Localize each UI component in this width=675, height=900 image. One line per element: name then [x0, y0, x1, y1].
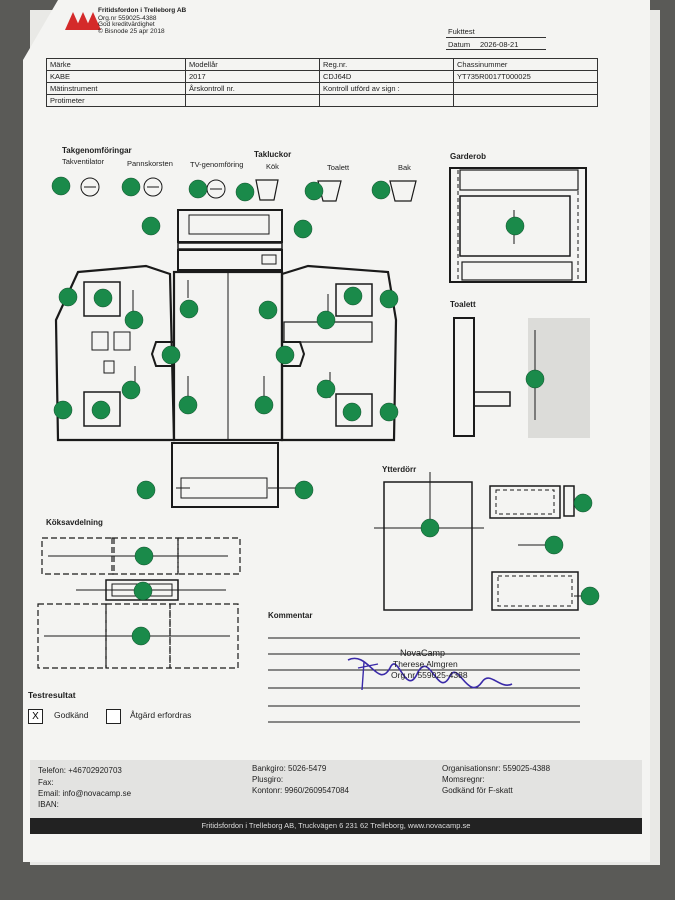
kitchen-section-title: Köksavdelning — [46, 518, 103, 527]
footer-tax: Godkänd för F-skatt — [442, 786, 513, 795]
comment-title: Kommentar — [268, 611, 313, 620]
company-name: Fritidsfordon i Trelleborg AB — [98, 7, 187, 14]
instrument-value: Protimeter — [46, 94, 186, 107]
bisnode-line: © Bisnode 25 apr 2018 — [98, 28, 165, 35]
moisture-test-form: Fritidsfordon i Trelleborg AB Org.nr 559… — [23, 0, 650, 862]
wardrobe-title: Garderob — [450, 152, 487, 161]
roof-hatches-title: Takluckor — [254, 150, 292, 159]
test-title: Fukttest — [448, 27, 475, 36]
footer-phone: Telefon: +46702920703 — [38, 766, 122, 775]
toilet-title: Toalett — [450, 300, 476, 309]
hatch-kitchen-label: Kök — [266, 162, 279, 171]
footer-band — [30, 760, 642, 818]
footer-email: Email: info@novacamp.se — [38, 789, 132, 798]
roof-penetrations-title: Takgenomföringar — [62, 146, 132, 155]
measurement-points — [51, 176, 600, 646]
stamp-name: NovaCamp — [400, 648, 446, 658]
credit-line: God kreditvärdighet — [98, 21, 155, 28]
footer-iban: IBAN: — [38, 800, 59, 809]
approved-label: Godkänd — [54, 710, 89, 720]
aaa-logo-icon — [65, 12, 101, 30]
hatch-rear-label: Bak — [398, 163, 411, 172]
footer-plusgiro: Plusgiro: — [252, 775, 284, 784]
footer-account: Kontonr: 9960/2609547084 — [252, 786, 349, 795]
footer-fax: Fax: — [38, 778, 54, 787]
stamp-person: Therese Almgren — [393, 659, 458, 669]
roof-vent-label: Takventilator — [62, 157, 105, 166]
tv-pass-label: TV-genomföring — [190, 160, 244, 169]
vehicle-floorplan-diagram — [37, 167, 600, 723]
footer-bar-text: Fritidsfordon i Trelleborg AB, Truckväge… — [201, 821, 471, 830]
panel-fan-label: Pannskorsten — [127, 159, 173, 168]
date-value: 2026-08-21 — [480, 40, 519, 49]
stamp-org: Org.nr 559025-4388 — [391, 670, 468, 680]
vehicle-info-table: Märke Modellår Reg.nr. Chassinummer KABE… — [46, 58, 598, 107]
test-result-title: Testresultat — [28, 690, 76, 700]
footer-bankgiro: Bankgiro: 5026-5479 — [252, 764, 327, 773]
org-number: Org.nr 559025-4388 — [98, 15, 157, 22]
footer-org-nr: Organisationsnr: 559025-4388 — [442, 764, 551, 773]
action-needed-label: Åtgärd erfordras — [130, 710, 192, 720]
hatch-toilet-label: Toalett — [327, 163, 350, 172]
footer-bar: Fritidsfordon i Trelleborg AB, Truckväge… — [30, 818, 642, 834]
outer-door-title: Ytterdörr — [382, 465, 417, 474]
date-label: Datum — [448, 40, 471, 49]
approved-checkbox[interactable]: X — [28, 709, 43, 724]
footer-vat: Momsregnr: — [442, 775, 485, 784]
signature — [347, 657, 513, 689]
action-needed-checkbox[interactable] — [106, 709, 121, 724]
